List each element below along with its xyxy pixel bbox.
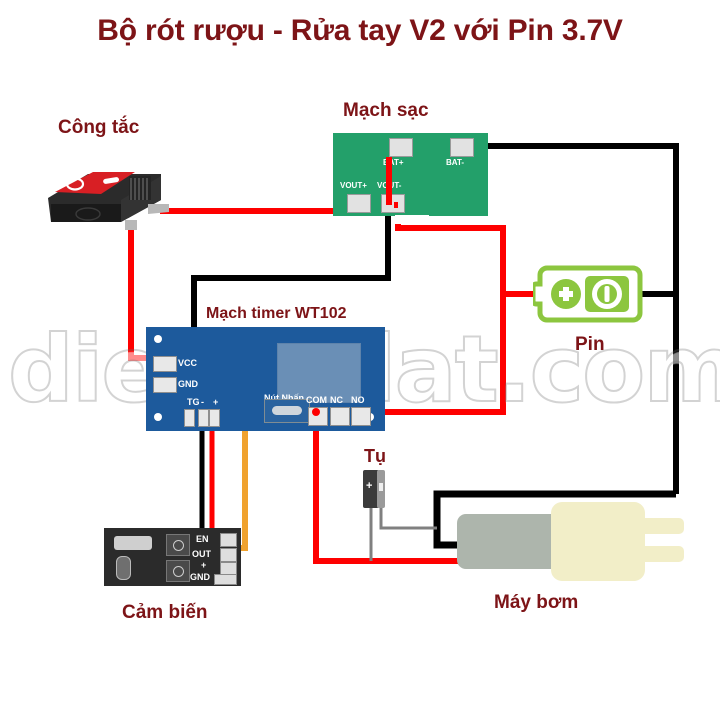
timer-label-nc: NC — [330, 395, 343, 405]
charger-pad-bat-minus[interactable] — [450, 138, 474, 157]
timer-pad-plus[interactable] — [209, 409, 220, 427]
sensor-led — [116, 556, 131, 580]
sensor-label: Cảm biến — [122, 602, 208, 623]
water-pump — [455, 500, 685, 583]
battery-icon — [530, 264, 643, 324]
wire-com-to-pump-plus — [313, 424, 462, 564]
timer-pad-tg[interactable] — [184, 409, 195, 427]
capacitor: + — [363, 470, 385, 508]
capacitor-minus-marking — [379, 483, 383, 491]
battery-label: Pin — [575, 334, 605, 355]
wire-bat-minus-right-rail — [467, 143, 679, 494]
page-title: Bộ rót rượu - Rửa tay V2 với Pin 3.7V — [97, 14, 623, 47]
wire-rail-to-pump-negative — [433, 490, 676, 549]
timer-pad-minus[interactable] — [198, 409, 209, 427]
charger-label: Mạch sạc — [343, 100, 429, 121]
timer-relay-body — [277, 343, 361, 403]
capacitor-plus-marking: + — [366, 480, 373, 492]
battery-graphic — [530, 265, 643, 323]
sensor-label-en: EN — [196, 534, 209, 544]
timer-pad-gnd[interactable] — [153, 377, 177, 393]
capacitor-body — [363, 470, 379, 508]
timer-mount-hole-tl — [154, 335, 162, 343]
charging-module[interactable]: BAT+ BAT- VOUT+ VOUT- — [333, 133, 488, 224]
wire-no-to-battery-plus — [358, 294, 506, 415]
timer-module-wt102[interactable]: VCC GND TG - + Nút Nhấn COM NC NO — [146, 327, 385, 431]
rocker-switch[interactable] — [43, 160, 173, 235]
charger-pad-label-bat-plus: BAT+ — [383, 158, 404, 167]
wire-capacitor-negative-lead — [379, 507, 437, 530]
sensor-label-gnd: GND — [190, 572, 210, 582]
sensor-ic — [114, 536, 152, 550]
timer-label-vcc: VCC — [178, 358, 198, 368]
timer-push-button[interactable] — [264, 399, 310, 423]
capacitor-label: Tụ — [364, 446, 386, 466]
junction-com — [312, 408, 320, 416]
timer-label-no: NO — [351, 395, 365, 405]
timer-label-plus: + — [213, 397, 219, 407]
sensor-trimmer-top[interactable] — [166, 534, 190, 556]
timer-button-label: Nút Nhấn — [264, 393, 304, 403]
timer-label-gnd: GND — [178, 379, 198, 389]
timer-label-com: COM — [306, 395, 327, 405]
sensor-label-plus: + — [201, 560, 207, 570]
sensor-label-out: OUT — [192, 549, 211, 559]
timer-pad-vcc[interactable] — [153, 356, 177, 372]
timer-pad-no[interactable] — [351, 407, 371, 426]
switch-label: Công tắc — [58, 117, 140, 138]
sensor-pad-en[interactable] — [220, 533, 237, 547]
timer-label: Mạch timer WT102 — [206, 305, 347, 322]
pump-label: Máy bơm — [494, 592, 579, 613]
charger-pad-label-bat-minus: BAT- — [446, 158, 465, 167]
charger-notch — [395, 215, 429, 224]
charger-pad-vout-plus[interactable] — [347, 194, 371, 213]
timer-label-tg: TG — [187, 397, 200, 407]
sensor-pad-gnd[interactable] — [214, 574, 237, 585]
pump-graphic — [457, 502, 684, 581]
timer-mount-hole-bl — [154, 413, 162, 421]
sensor-pad-out[interactable] — [220, 548, 237, 562]
timer-label-minus: - — [201, 397, 204, 407]
sensor-module[interactable]: EN OUT + GND — [104, 528, 241, 586]
timer-pad-nc[interactable] — [330, 407, 350, 426]
charger-pad-bat-plus[interactable] — [389, 138, 413, 157]
sensor-trimmer-bottom[interactable] — [166, 560, 190, 582]
switch-graphic — [48, 172, 169, 230]
charger-pad-label-vout-plus: VOUT+ — [340, 181, 367, 190]
